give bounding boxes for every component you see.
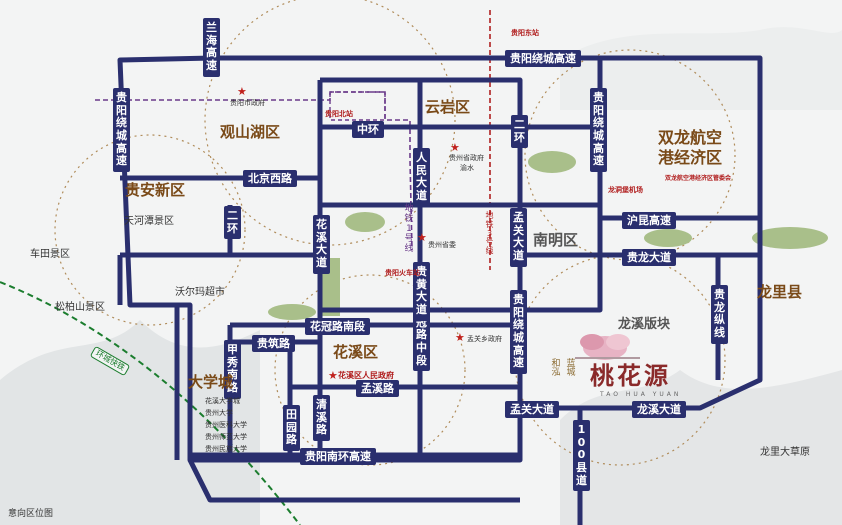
place-gov-prov2: 贵州省委	[428, 241, 456, 249]
metro-line-1-label: 地铁1号线	[404, 204, 414, 254]
brand-sub: TAO HUA YUAN	[600, 391, 682, 398]
road-guizhu: 贵筑路	[252, 335, 295, 352]
place-north-station: 贵阳北站	[325, 110, 353, 118]
road-ring-east: 贵阳绕城高速	[510, 290, 527, 374]
district-daxuecheng: 大学城	[188, 373, 234, 391]
road-zhonghuan: 中环	[352, 121, 384, 138]
district-shuanglong: 双龙航空港经济区	[657, 128, 722, 167]
road-guangfeng: 花冠路南段	[305, 318, 370, 335]
road-ring-ne: 贵阳绕城高速	[590, 88, 607, 172]
road-guilong-zong: 贵龙纵线	[711, 285, 728, 344]
mountain-shape	[560, 27, 842, 110]
radius-circle	[274, 274, 466, 466]
road-mengguan: 孟关大道	[510, 208, 527, 267]
road-guihuang: 贵黄大道	[413, 262, 430, 321]
road-huaxi-dadao: 花溪大道	[313, 215, 330, 274]
road-renmin-dadao: 人民大道	[413, 148, 430, 207]
place-gov-prov: 贵州省政府	[449, 154, 484, 162]
star-icon: ★	[237, 85, 247, 98]
place-gov-city: 贵阳市政府	[230, 99, 265, 107]
road-huolue: 沪昆高速	[622, 212, 676, 229]
ring-railway	[0, 281, 301, 525]
road-ring-west: 贵阳绕城高速	[113, 88, 130, 172]
park-area	[644, 229, 692, 247]
school-item: 贵州医科大学	[205, 420, 247, 429]
road-tianyuan: 田园路	[283, 405, 300, 451]
place-tianhe: 天河潭景区	[124, 216, 174, 227]
legend-caption: 意向区位图	[8, 509, 54, 519]
place-east-station: 贵阳东站	[511, 29, 539, 37]
place-songbai: 松柏山景区	[55, 302, 105, 313]
place-train-station: 贵阳火车站	[385, 269, 420, 277]
road-lanhai: 兰海高速	[203, 18, 220, 77]
radius-circle	[514, 254, 726, 466]
school-item: 贵州师范大学	[205, 432, 247, 441]
place-woer: 沃尔玛超市	[175, 287, 225, 298]
road-guilong: 贵龙大道	[622, 249, 676, 266]
radius-circle	[54, 134, 246, 326]
place-airport: 龙洞堡机场	[608, 186, 643, 194]
district-yunyan: 云岩区	[425, 98, 471, 116]
district-huaxi: 花溪区	[333, 343, 379, 361]
place-gov-huaxi: 花溪区人民政府	[338, 371, 394, 380]
place-gov-meng: 孟关乡政府	[467, 335, 502, 343]
place-shuanglong-gov: 双龙航空港经济区管委会	[665, 175, 732, 182]
star-icon: ★	[328, 369, 338, 382]
road-ring-north: 贵阳绕城高速	[505, 50, 581, 67]
radius-circle	[524, 49, 736, 261]
road-mengguan-h: 孟关大道	[505, 401, 559, 418]
road-erhuan-east: 二环	[511, 115, 528, 149]
brand-pre2: 蓝城	[566, 359, 576, 379]
park-area	[752, 227, 828, 249]
road-erhuan-west: 二环	[224, 206, 241, 240]
school-list: 花溪大学城 贵州大学 贵州医科大学 贵州师范大学 贵州民族大学	[205, 396, 247, 455]
road-longxi: 龙溪大道	[632, 401, 686, 418]
district-longxi: 龙溪版块	[618, 317, 671, 332]
park-area	[528, 151, 576, 173]
road-mengxi: 孟溪路	[356, 380, 399, 397]
place-chebu: 车田景区	[30, 249, 70, 260]
district-guian: 贵安新区	[125, 181, 186, 199]
star-icon: ★	[450, 141, 460, 154]
road-nanhuan: 贵阳南环高速	[300, 448, 376, 465]
road-zhongxiu: 甲秀南路	[224, 340, 241, 399]
metro-line-3-label: 地铁3号线	[485, 211, 494, 256]
place-renhe: 渝水	[460, 164, 474, 172]
road-beijing-xilu: 北京西路	[243, 170, 297, 187]
road-100: 100县道	[573, 420, 590, 492]
metro-line-1	[95, 91, 413, 251]
star-icon: ★	[417, 231, 427, 244]
radius-circle	[204, 0, 456, 246]
brand-pre: 和泓	[551, 359, 561, 379]
district-nanming: 南明区	[533, 231, 579, 249]
place-longli-grass: 龙里大草原	[760, 447, 810, 458]
district-guanshanhu: 观山湖区	[220, 123, 281, 141]
park-area	[345, 212, 385, 232]
school-item: 贵州民族大学	[205, 444, 247, 453]
peach-blossom-art	[575, 334, 640, 360]
school-item: 贵州大学	[205, 408, 233, 417]
brand-name: 桃花源	[590, 361, 671, 390]
road-qingxi: 清溪路	[313, 395, 330, 441]
school-item: 花溪大学城	[205, 397, 240, 405]
park-area	[268, 304, 316, 320]
district-longli: 龙里县	[757, 283, 803, 301]
star-icon: ★	[455, 331, 465, 344]
